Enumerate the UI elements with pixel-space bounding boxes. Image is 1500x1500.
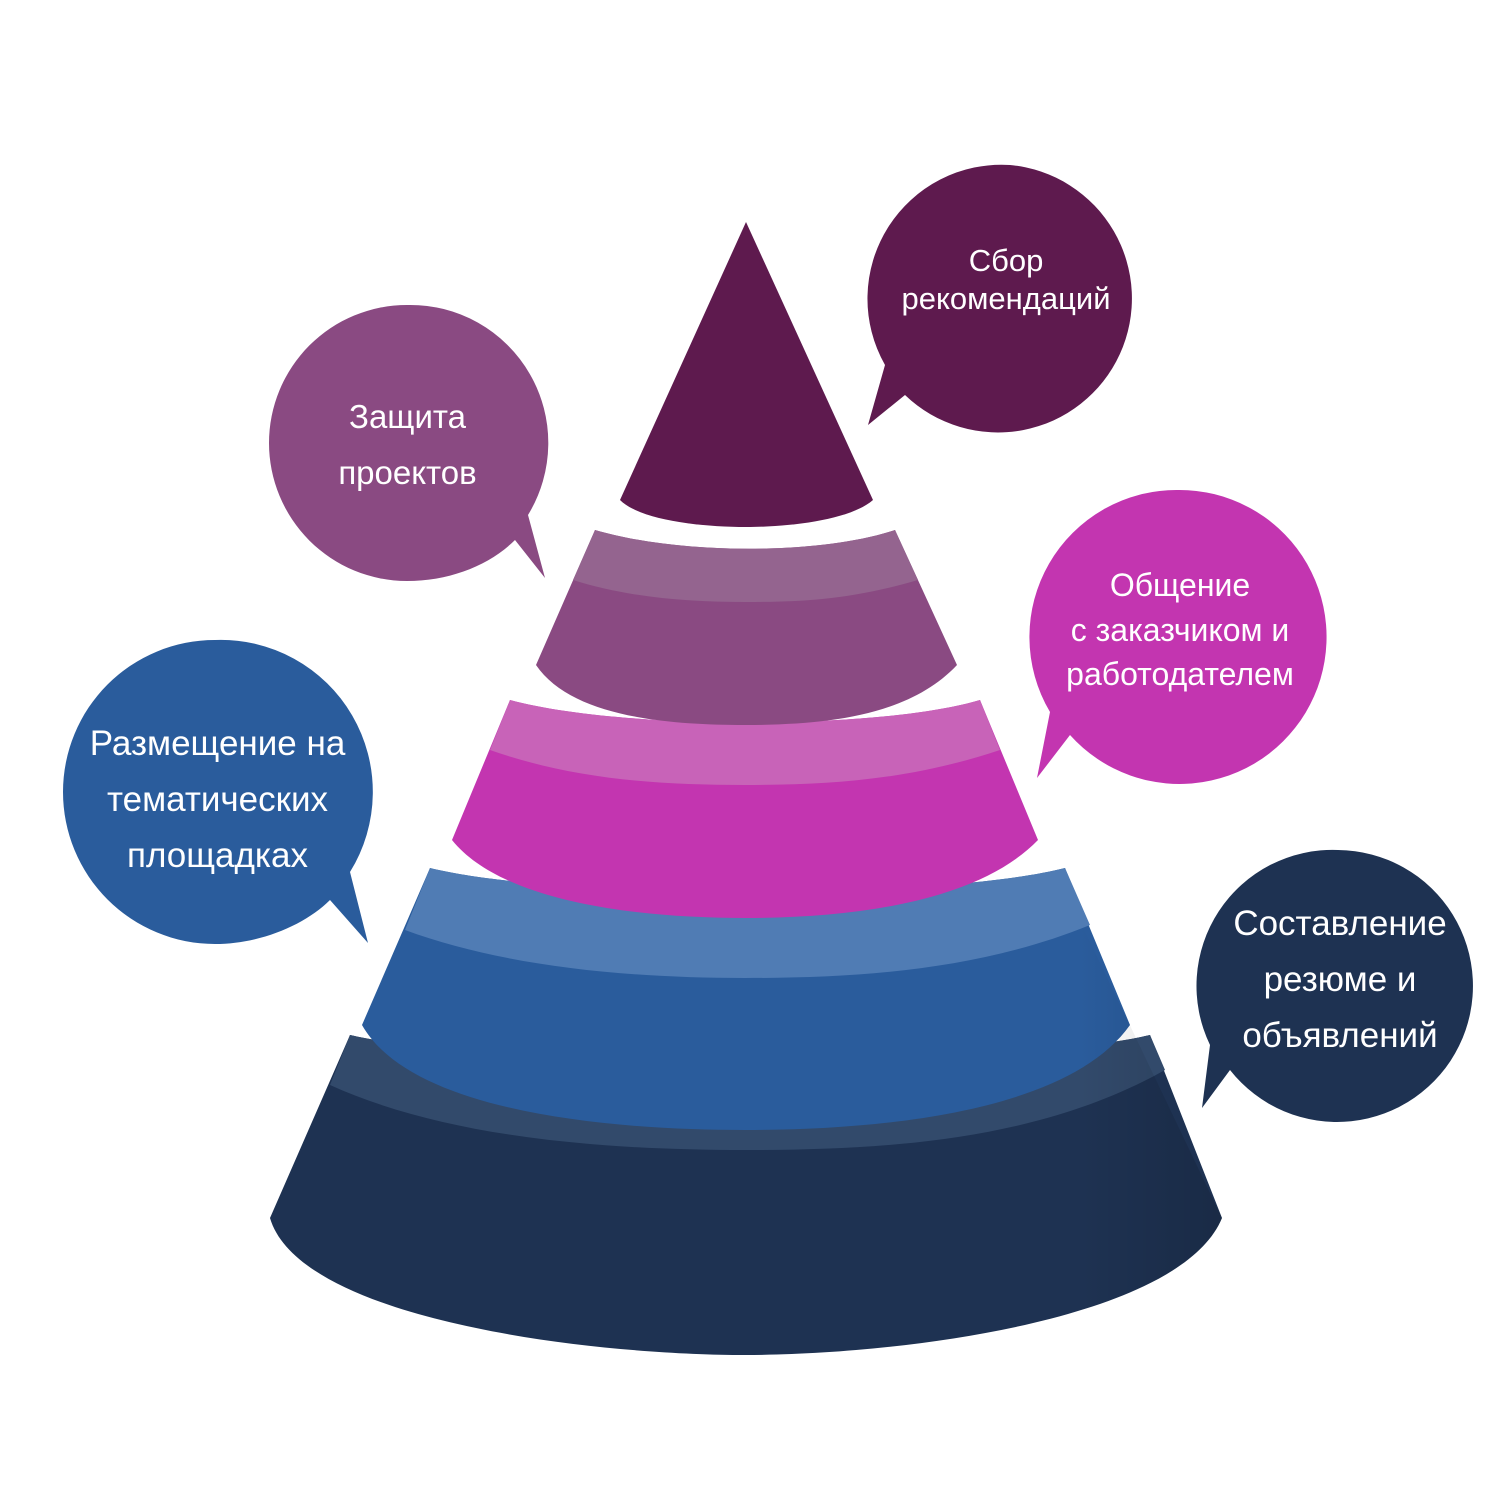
bubble-label-zashchita: Защита проектов bbox=[290, 380, 525, 510]
bubble-label-obshchenie: Общение с заказчиком и работодателем bbox=[1040, 550, 1320, 710]
bubble-line: Составление bbox=[1233, 904, 1447, 943]
bubble-label-razmeshchenie: Размещение на тематических площадках bbox=[75, 710, 360, 890]
bubble-line: проектов bbox=[338, 454, 477, 491]
bubble-label-sostavlenie: Составление резюме и объявлений bbox=[1205, 890, 1475, 1070]
bubble-label-sbor: Сбор рекомендаций bbox=[876, 215, 1136, 345]
bubble-sostavlenie bbox=[1196, 849, 1473, 1122]
bubble-line: Общение bbox=[1109, 566, 1251, 603]
bubble-line: Сбор bbox=[968, 243, 1044, 279]
bubble-line: объявлений bbox=[1242, 1016, 1438, 1055]
bubble-line: тематических bbox=[106, 780, 328, 819]
bubble-line: рекомендаций bbox=[901, 281, 1111, 316]
bubble-obshchenie bbox=[1029, 489, 1327, 784]
pyramid-shading bbox=[745, 222, 1222, 1355]
bubble-razmeshchenie bbox=[63, 639, 373, 944]
bubble-line: площадках bbox=[127, 836, 308, 875]
bubble-line: с заказчиком и bbox=[1070, 611, 1290, 648]
bubble-line: резюме и bbox=[1263, 960, 1417, 999]
bubble-line: работодателем bbox=[1066, 656, 1294, 693]
bubble-zashchita bbox=[269, 304, 549, 581]
bubble-sbor bbox=[867, 164, 1132, 433]
bubble-line: Размещение на bbox=[89, 724, 346, 763]
bubble-line: Защита bbox=[349, 397, 466, 435]
